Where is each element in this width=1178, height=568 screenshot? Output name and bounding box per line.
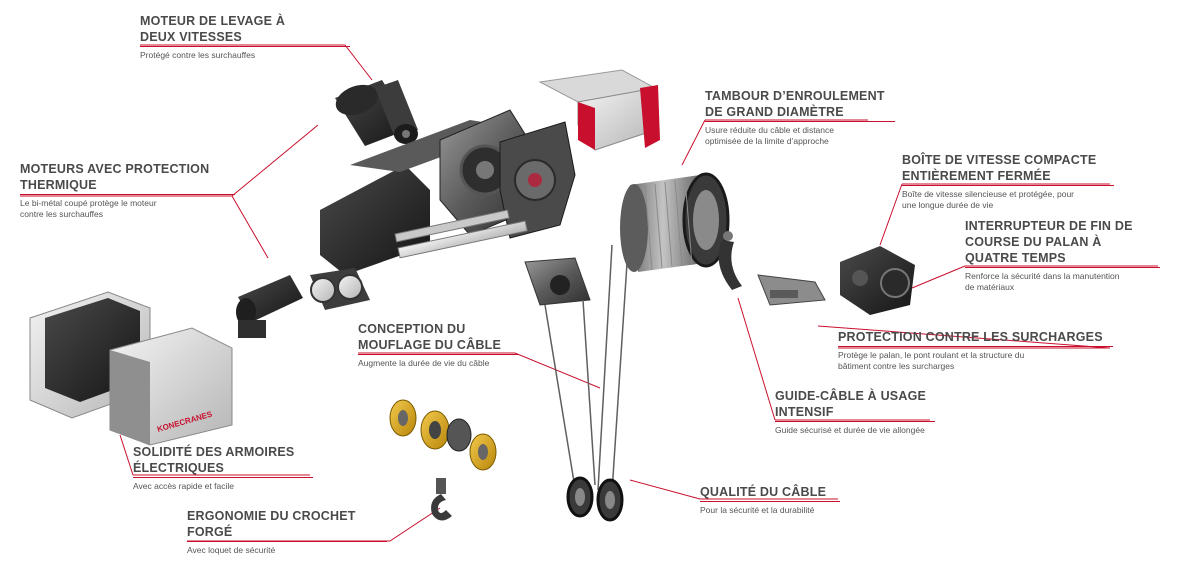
callout-rule [838,346,1113,347]
callout-guide-cable: GUIDE-CÂBLE À USAGE INTENSIF Guide sécur… [775,388,935,436]
callout-title: SOLIDITÉ DES ARMOIRES ÉLECTRIQUES [133,445,295,475]
callout-tambour: TAMBOUR D’ENROULEMENT DE GRAND DIAMÈTRE … [705,88,895,147]
callout-crochet: ERGONOMIE DU CROCHET FORGÉ Avec loquet d… [187,508,387,556]
callout-rule [705,121,895,122]
callout-moteur-levage: MOTEUR DE LEVAGE À DEUX VITESSES Protégé… [140,13,350,61]
callout-title: GUIDE-CÂBLE À USAGE INTENSIF [775,389,927,419]
callout-rule [358,354,518,355]
callout-interrupteur: INTERRUPTEUR DE FIN DE COURSE DU PALAN À… [965,218,1160,293]
callout-title: INTERRUPTEUR DE FIN DE COURSE DU PALAN À… [965,219,1133,265]
callout-armoires: SOLIDITÉ DES ARMOIRES ÉLECTRIQUES Avec a… [133,444,313,492]
callout-desc: Guide sécurisé et durée de vie allongée [775,425,925,435]
callout-title: BOÎTE DE VITESSE COMPACTE ENTIÈREMENT FE… [902,153,1097,183]
callout-rule [965,267,1160,268]
electrical-cabinets: KONECRANES [29,291,233,446]
forged-hook [431,478,452,521]
callout-title: PROTECTION CONTRE LES SURCHARGES [838,330,1103,344]
leader-lines [20,44,1158,542]
hoist-motor [335,80,418,146]
sheaves [566,476,624,522]
callout-desc: Usure réduite du câble et distance optim… [705,125,834,146]
drum-cover [538,69,660,151]
callout-desc: Protégé contre les surchauffes [140,50,256,60]
callout-protection-surcharges: PROTECTION CONTRE LES SURCHARGES Protège… [838,329,1113,372]
callout-title: MOTEURS AVEC PROTECTION THERMIQUE [20,162,210,192]
callout-desc: Augmente la durée de vie du câble [358,358,490,368]
trolley-motor [236,268,370,338]
callout-rule [700,501,840,502]
callout-title: MOTEUR DE LEVAGE À DEUX VITESSES [140,14,286,44]
callout-desc: Avec loquet de sécurité [187,545,276,555]
callout-desc: Renforce la sécurité dans la manutention… [965,271,1120,292]
callout-rule [20,194,235,195]
rope-drum [620,172,730,272]
callout-title: CONCEPTION DU MOUFLAGE DU CÂBLE [358,322,501,352]
callout-mouflage: CONCEPTION DU MOUFLAGE DU CÂBLE Augmente… [358,321,518,369]
ropes [544,244,629,493]
callout-moteurs-protection: MOTEURS AVEC PROTECTION THERMIQUE Le bi-… [20,161,235,220]
callout-rule [902,185,1114,186]
callout-boite-vitesse: BOÎTE DE VITESSE COMPACTE ENTIÈREMENT FE… [902,152,1114,211]
hoist-frame [320,109,576,275]
callout-desc: Le bi-métal coupé protège le moteur cont… [20,198,157,219]
callout-desc: Avec accès rapide et facile [133,481,234,491]
callout-rule [140,46,350,47]
callout-desc: Protège le palan, le pont roulant et la … [838,350,1025,371]
overload-plate [757,274,826,306]
callout-desc: Pour la sécurité et la durabilité [700,505,815,515]
callout-title: TAMBOUR D’ENROULEMENT DE GRAND DIAMÈTRE [705,89,885,119]
rope-guide [718,231,742,290]
trolley-wheels [389,399,497,471]
gearbox [840,246,915,315]
callout-desc: Boîte de vitesse silencieuse et protégée… [902,189,1074,210]
callout-rule [133,477,313,478]
hook-block [524,257,591,306]
callout-qualite-cable: QUALITÉ DU CÂBLE Pour la sécurité et la … [700,484,840,516]
callout-rule [187,541,387,542]
callout-title: QUALITÉ DU CÂBLE [700,485,827,499]
callout-title: ERGONOMIE DU CROCHET FORGÉ [187,509,356,539]
callout-rule [775,421,935,422]
